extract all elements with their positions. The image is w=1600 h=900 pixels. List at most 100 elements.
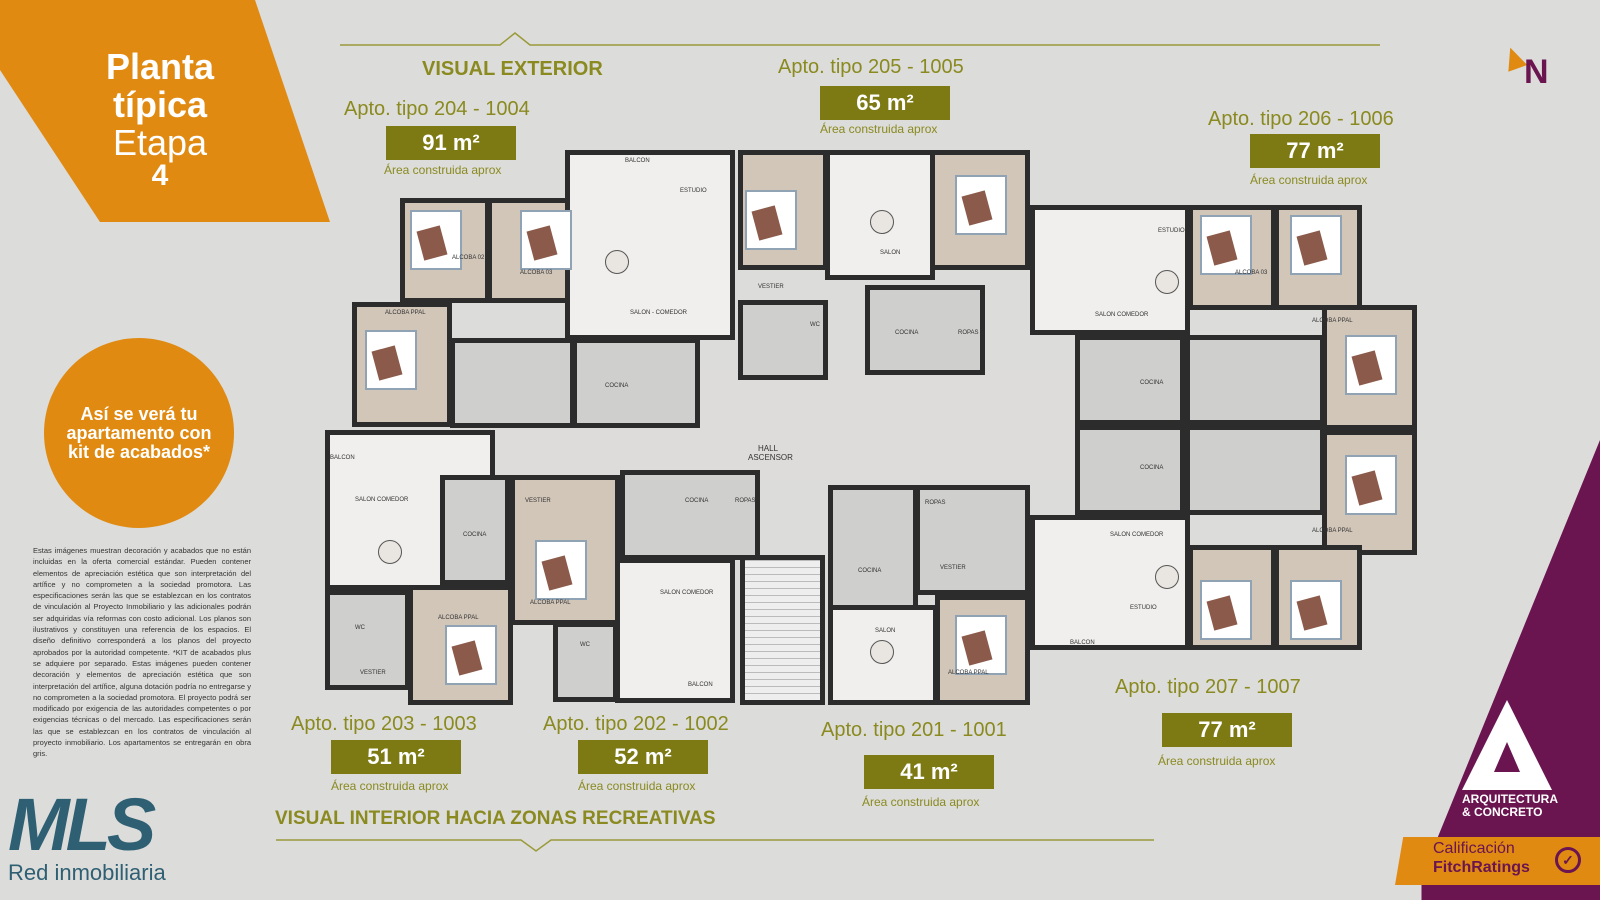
- apt-206-bed-2: [1290, 215, 1342, 275]
- apt-205-area-note: Área construida aprox: [820, 122, 938, 136]
- apt-204-bed-2: [520, 210, 572, 270]
- apt-204-label: Apto. tipo 204 - 1004: [344, 98, 530, 120]
- rating-badge: Calificación FitchRatings ✓: [1395, 837, 1600, 885]
- company-name: ARQUITECTURA & CONCRETO: [1462, 793, 1558, 819]
- apt-205-area: 65 m²: [820, 86, 950, 120]
- apt-203-bed-1: [445, 625, 497, 685]
- apt-203-area-note: Área construida aprox: [331, 779, 449, 793]
- apt-206-label-cocina: COCINA: [1140, 380, 1164, 386]
- apt-202-area: 52 m²: [578, 740, 708, 774]
- apt-202-label-ppal: ALCOBA PPAL: [530, 600, 571, 606]
- apt-203-label-balcon: BALCON: [330, 455, 355, 461]
- apt-204-label-estudio: ESTUDIO: [680, 188, 707, 194]
- apt-203-label-vestier: VESTIER: [360, 670, 386, 676]
- stairs: [740, 555, 825, 705]
- apt-203-kitchen: [440, 475, 510, 585]
- hall-label: HALL ASCENSOR: [748, 444, 793, 462]
- apt-201-table: [870, 640, 894, 664]
- apt-206-label-salon: SALON COMEDOR: [1095, 312, 1149, 318]
- apt-205-label: Apto. tipo 205 - 1005: [778, 56, 964, 78]
- apt-205-bed-1: [745, 190, 797, 250]
- apt-205-bed-2: [955, 175, 1007, 235]
- apt-203-area: 51 m²: [331, 740, 461, 774]
- apt-206-label-ppal: ALCOBA PPAL: [1312, 318, 1353, 324]
- apt-204-area-note: Área construida aprox: [384, 163, 502, 177]
- apt-205-label-salon: SALON: [880, 250, 901, 256]
- apt-202-label: Apto. tipo 202 - 1002: [543, 713, 729, 735]
- apt-205-table: [870, 210, 894, 234]
- mls-logo-subtitle: Red inmobiliaria: [8, 860, 166, 885]
- apt-207-label-cocina: COCINA: [1140, 465, 1164, 471]
- apt-205-label-vestier: VESTIER: [758, 284, 784, 290]
- apt-203-table: [378, 540, 402, 564]
- rating-line-2: FitchRatings: [1433, 859, 1530, 876]
- exterior-divider: [340, 32, 1380, 46]
- apt-207-kitchen: [1075, 425, 1185, 515]
- apt-201-bed-1: [955, 615, 1007, 675]
- apt-206-area: 77 m²: [1250, 134, 1380, 168]
- title-line-4: 4: [151, 159, 169, 192]
- apt-201-area-note: Área construida aprox: [862, 795, 980, 809]
- apt-206-bed-1: [1200, 215, 1252, 275]
- apt-206-label: Apto. tipo 206 - 1006: [1208, 108, 1394, 130]
- apt-204-label-cocina: COCINA: [605, 383, 629, 389]
- title-line-3: Etapa: [112, 122, 208, 163]
- apt-204-bath: [450, 338, 575, 428]
- mls-logo-mark: MLS: [8, 783, 156, 866]
- apt-205-label-wc: WC: [810, 322, 820, 328]
- apt-206-bath: [1185, 335, 1325, 425]
- company-name-line-1: ARQUITECTURA: [1462, 792, 1558, 806]
- apt-201-bath: [915, 485, 1030, 595]
- apt-205-master: [930, 150, 1030, 270]
- apt-204-table: [605, 250, 629, 274]
- visual-exterior-label: VISUAL EXTERIOR: [422, 58, 603, 80]
- disclaimer-text: Estas imágenes muestran decoración y aca…: [33, 546, 251, 759]
- apt-204-label-balcon: BALCON: [625, 158, 650, 164]
- apt-207-bed-3: [1290, 580, 1342, 640]
- apt-207-bed-2: [1200, 580, 1252, 640]
- apt-201-label-salon: SALON: [875, 628, 896, 634]
- apt-202-label-cocina: COCINA: [685, 498, 709, 504]
- apt-201-label-vestier: VESTIER: [940, 565, 966, 571]
- visual-interior-label: VISUAL INTERIOR HACIA ZONAS RECREATIVAS: [275, 808, 716, 829]
- apt-202-bath: [553, 622, 618, 702]
- apt-207-label: Apto. tipo 207 - 1007: [1115, 676, 1301, 698]
- finish-kit-badge: Así se verá tu apartamento con kit de ac…: [44, 338, 234, 528]
- rating-line-1: Calificación: [1433, 840, 1515, 857]
- apt-205-kitchen: [865, 285, 985, 375]
- apt-207-label-salon: SALON COMEDOR: [1110, 532, 1164, 538]
- apt-203-bath: [325, 590, 410, 690]
- apt-201-label: Apto. tipo 201 - 1001: [821, 719, 1007, 741]
- company-logo-a-inner: [1494, 742, 1520, 772]
- apt-203-label-salon: SALON COMEDOR: [355, 497, 409, 503]
- apt-204-bed-1: [410, 210, 462, 270]
- apt-202-kitchen: [620, 470, 760, 560]
- apt-202-label-balcon: BALCON: [688, 682, 713, 688]
- apt-204-label-alcoba3: ALCOBA 03: [520, 270, 553, 276]
- apt-203-label-ppal: ALCOBA PPAL: [438, 615, 479, 621]
- apt-202-bed-1: [535, 540, 587, 600]
- apt-205-label-ropas: ROPAS: [958, 330, 979, 336]
- mls-logo: MLS Red inmobiliaria: [8, 783, 166, 886]
- apt-201-area: 41 m²: [864, 755, 994, 789]
- apt-203-label: Apto. tipo 203 - 1003: [291, 713, 477, 735]
- apt-204-label-salon: SALON - COMEDOR: [630, 310, 688, 316]
- apt-204-area: 91 m²: [386, 126, 516, 160]
- apt-205-bath: [738, 300, 828, 380]
- apt-207-label-estudio: ESTUDIO: [1130, 605, 1157, 611]
- apt-206-table: [1155, 270, 1179, 294]
- rating-check-icon: ✓: [1555, 847, 1581, 873]
- apt-207-area: 77 m²: [1162, 713, 1292, 747]
- apt-202-label-wc: WC: [580, 642, 590, 648]
- apt-203-label-wc: WC: [355, 625, 365, 631]
- interior-divider: [276, 839, 1154, 852]
- apt-201-label-cocina: COCINA: [858, 568, 882, 574]
- apt-202-label-vestier: VESTIER: [525, 498, 551, 504]
- apt-202-label-ropas: ROPAS: [735, 498, 756, 504]
- apt-203-label-cocina: COCINA: [463, 532, 487, 538]
- title-line-2: típica: [112, 84, 208, 125]
- apt-206-area-note: Área construida aprox: [1250, 173, 1368, 187]
- apt-207-label-ppal: ALCOBA PPAL: [1312, 528, 1353, 534]
- n-logo: N: [1500, 44, 1560, 95]
